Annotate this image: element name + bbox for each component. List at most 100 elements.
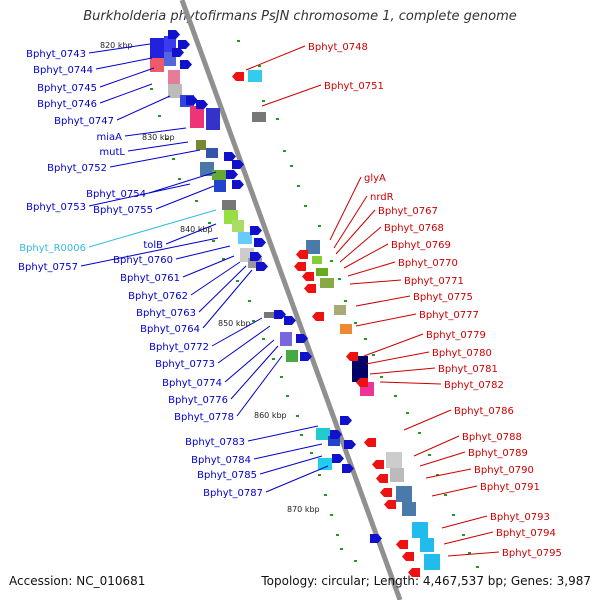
gene-block bbox=[412, 522, 428, 538]
gc-tick bbox=[304, 205, 307, 207]
gc-tick bbox=[248, 300, 251, 302]
leader-line bbox=[88, 43, 151, 54]
gene-block bbox=[238, 232, 252, 244]
reverse-gene-arrow bbox=[294, 262, 306, 271]
leader-line bbox=[88, 209, 217, 248]
gene-block bbox=[352, 356, 368, 382]
gene-label-bphyt-0760[interactable]: Bphyt_0760 bbox=[113, 255, 173, 266]
gene-label-bphyt-0748[interactable]: Bphyt_0748 bbox=[308, 42, 368, 53]
gene-label-bphyt-0764[interactable]: Bphyt_0764 bbox=[140, 324, 200, 335]
gene-block bbox=[316, 268, 328, 276]
gene-label-bphyt-0786[interactable]: Bphyt_0786 bbox=[454, 406, 514, 417]
reverse-gene-arrow bbox=[376, 474, 388, 483]
forward-gene-arrow bbox=[168, 30, 180, 39]
gene-label-bphyt-0776[interactable]: Bphyt_0776 bbox=[168, 395, 228, 406]
gene-block bbox=[248, 70, 262, 82]
gene-label-bphyt-0769[interactable]: Bphyt_0769 bbox=[391, 240, 451, 251]
gene-label-bphyt-0790[interactable]: Bphyt_0790 bbox=[474, 465, 534, 476]
forward-gene-arrow bbox=[226, 170, 238, 179]
reverse-gene-arrow bbox=[312, 312, 324, 321]
gene-label-bphyt-0791[interactable]: Bphyt_0791 bbox=[480, 482, 540, 493]
forward-gene-arrow bbox=[232, 160, 244, 169]
forward-gene-arrow bbox=[284, 316, 296, 325]
gene-block bbox=[248, 258, 262, 268]
gene-label-bphyt-0745[interactable]: Bphyt_0745 bbox=[37, 83, 97, 94]
leader-line bbox=[211, 317, 263, 347]
leader-line bbox=[403, 409, 452, 431]
leader-line bbox=[425, 468, 472, 479]
gene-label-bphyt-0743[interactable]: Bphyt_0743 bbox=[26, 49, 86, 60]
leader-line bbox=[127, 141, 189, 152]
gene-label-bphyt-0781[interactable]: Bphyt_0781 bbox=[438, 364, 498, 375]
gene-label-bphyt-0773[interactable]: Bphyt_0773 bbox=[155, 359, 215, 370]
forward-gene-arrow bbox=[332, 454, 344, 463]
reverse-gene-arrow bbox=[346, 352, 358, 361]
gene-label-bphyt-0784[interactable]: Bphyt_0784 bbox=[191, 455, 251, 466]
gene-label-bphyt-0779[interactable]: Bphyt_0779 bbox=[426, 330, 486, 341]
gene-block bbox=[420, 538, 434, 552]
gene-label-bphyt-0747[interactable]: Bphyt_0747 bbox=[54, 116, 114, 127]
gc-tick bbox=[237, 40, 240, 42]
gene-label-bphyt-0767[interactable]: Bphyt_0767 bbox=[378, 206, 438, 217]
gene-label-bphyt-0768[interactable]: Bphyt_0768 bbox=[384, 223, 444, 234]
gene-label-miaa[interactable]: miaA bbox=[97, 132, 123, 143]
gene-label-tolb[interactable]: tolB bbox=[143, 240, 163, 251]
gene-label-bphyt-r0006[interactable]: Bphyt_R0006 bbox=[19, 243, 86, 254]
reverse-gene-arrow bbox=[364, 438, 376, 447]
gene-label-bphyt-0783[interactable]: Bphyt_0783 bbox=[185, 437, 245, 448]
gene-label-bphyt-0744[interactable]: Bphyt_0744 bbox=[33, 65, 93, 76]
leader-line bbox=[124, 127, 187, 137]
gene-label-bphyt-0774[interactable]: Bphyt_0774 bbox=[162, 378, 222, 389]
reverse-gene-arrow bbox=[302, 272, 314, 281]
gene-label-bphyt-0771[interactable]: Bphyt_0771 bbox=[404, 276, 464, 287]
gene-label-bphyt-0788[interactable]: Bphyt_0788 bbox=[462, 432, 522, 443]
gene-label-nrdr[interactable]: nrdR bbox=[370, 192, 394, 203]
gene-label-bphyt-0757[interactable]: Bphyt_0757 bbox=[18, 262, 78, 273]
gc-tick bbox=[212, 240, 215, 242]
gene-label-bphyt-0770[interactable]: Bphyt_0770 bbox=[398, 258, 458, 269]
gc-tick bbox=[208, 222, 211, 224]
gene-label-bphyt-0778[interactable]: Bphyt_0778 bbox=[174, 412, 234, 423]
gene-block bbox=[340, 324, 352, 334]
leader-line bbox=[245, 45, 306, 71]
gene-label-bphyt-0775[interactable]: Bphyt_0775 bbox=[413, 292, 473, 303]
forward-gene-arrow bbox=[330, 430, 342, 439]
leader-line bbox=[224, 339, 275, 383]
gene-block bbox=[424, 554, 440, 570]
gene-label-bphyt-0746[interactable]: Bphyt_0746 bbox=[37, 99, 97, 110]
gene-label-mutl[interactable]: mutL bbox=[99, 147, 125, 158]
gene-label-bphyt-0751[interactable]: Bphyt_0751 bbox=[324, 81, 384, 92]
gc-tick bbox=[338, 278, 341, 280]
gene-label-bphyt-0780[interactable]: Bphyt_0780 bbox=[432, 348, 492, 359]
gc-tick bbox=[272, 358, 275, 360]
reverse-gene-arrow bbox=[296, 250, 308, 259]
gene-label-bphyt-0763[interactable]: Bphyt_0763 bbox=[136, 308, 196, 319]
gene-label-bphyt-0785[interactable]: Bphyt_0785 bbox=[197, 470, 257, 481]
gene-label-bphyt-0793[interactable]: Bphyt_0793 bbox=[490, 512, 550, 523]
gene-label-bphyt-0761[interactable]: Bphyt_0761 bbox=[120, 273, 180, 284]
gene-label-bphyt-0772[interactable]: Bphyt_0772 bbox=[149, 342, 209, 353]
gc-tick bbox=[195, 200, 198, 202]
gene-label-bphyt-0762[interactable]: Bphyt_0762 bbox=[128, 291, 188, 302]
gene-block bbox=[386, 452, 402, 468]
gene-label-bphyt-0789[interactable]: Bphyt_0789 bbox=[468, 448, 528, 459]
gene-label-bphyt-0755[interactable]: Bphyt_0755 bbox=[93, 205, 153, 216]
gene-block bbox=[252, 112, 266, 122]
gene-label-bphyt-0787[interactable]: Bphyt_0787 bbox=[203, 488, 263, 499]
gene-label-bphyt-0794[interactable]: Bphyt_0794 bbox=[496, 528, 556, 539]
leader-line bbox=[335, 209, 376, 255]
gene-block bbox=[200, 162, 214, 176]
gene-label-bphyt-0782[interactable]: Bphyt_0782 bbox=[444, 380, 504, 391]
gene-label-bphyt-0754[interactable]: Bphyt_0754 bbox=[86, 189, 146, 200]
gene-label-bphyt-0752[interactable]: Bphyt_0752 bbox=[47, 163, 107, 174]
forward-gene-arrow bbox=[186, 96, 198, 105]
kbp-ruler-label: 840 kbp bbox=[180, 225, 213, 234]
gene-label-bphyt-0777[interactable]: Bphyt_0777 bbox=[419, 310, 479, 321]
leader-line bbox=[230, 345, 279, 400]
gene-label-bphyt-0795[interactable]: Bphyt_0795 bbox=[502, 548, 562, 559]
leader-line bbox=[339, 226, 382, 263]
gene-label-bphyt-0753[interactable]: Bphyt_0753 bbox=[26, 202, 86, 213]
gene-label-glya[interactable]: glyA bbox=[364, 173, 386, 184]
gene-block bbox=[150, 38, 164, 58]
